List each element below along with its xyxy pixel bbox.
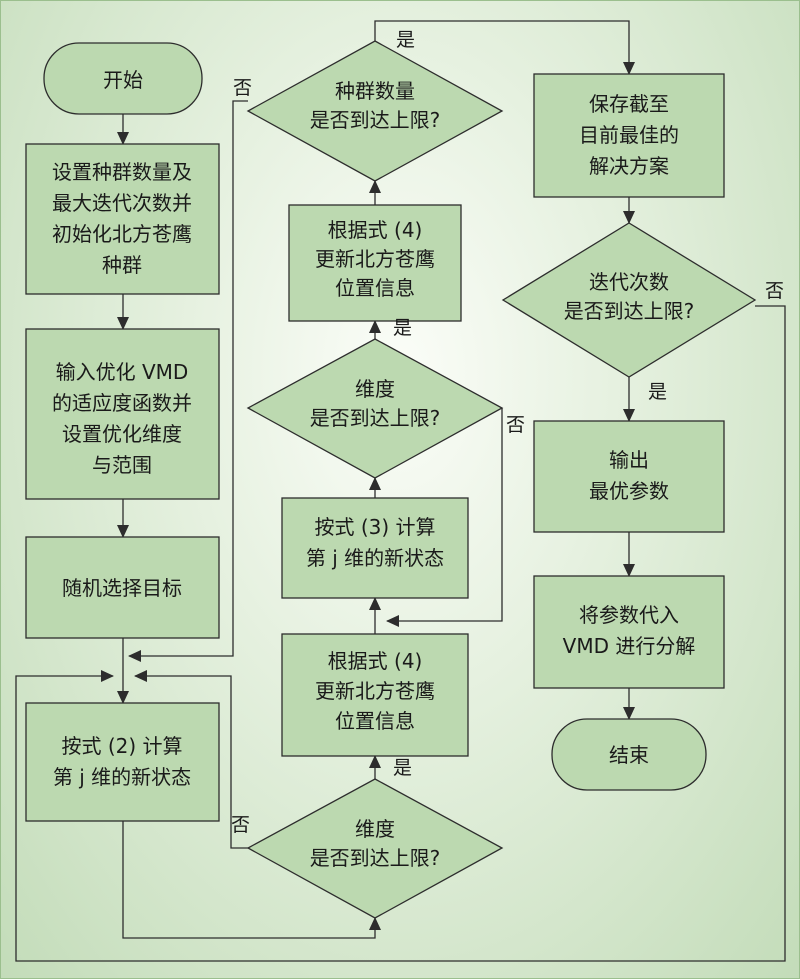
output-line-1: 输出 xyxy=(609,448,649,472)
input-process-box: 输入优化 VMD 的适应度函数并 设置优化维度 与范围 xyxy=(25,328,220,500)
select-label: 随机选择目标 xyxy=(62,576,182,600)
decompose-line-1: 将参数代入 xyxy=(579,603,679,627)
save-best-box: 保存截至 目前最佳的 解决方案 xyxy=(533,73,725,198)
calc-eq3-box: 按式 (3) 计算 第 j 维的新状态 xyxy=(281,497,469,599)
arrowhead xyxy=(623,409,635,422)
update-position-box-1: 根据式 (4) 更新北方苍鹰 位置信息 xyxy=(281,633,469,757)
start-label: 开始 xyxy=(103,68,143,92)
arrowhead xyxy=(369,477,381,490)
init-line-2: 最大迭代次数并 xyxy=(52,191,192,215)
arrowhead xyxy=(369,917,381,930)
update1-line-2: 更新北方苍鹰 xyxy=(315,679,435,703)
pop-line-1: 种群数量 xyxy=(335,79,415,103)
start-terminal: 开始 xyxy=(43,42,203,115)
calc2-line-1: 按式 (2) 计算 xyxy=(61,734,182,758)
arrowhead xyxy=(623,211,635,224)
decompose-box: 将参数代入 VMD 进行分解 xyxy=(533,575,725,689)
edge-dim1-no xyxy=(135,675,248,849)
label-iter-yes: 是 xyxy=(648,381,667,403)
save-line-2: 目前最佳的 xyxy=(579,123,679,147)
output-box: 输出 最优参数 xyxy=(533,420,725,533)
update2-line-3: 位置信息 xyxy=(335,276,415,300)
iter-line-2: 是否到达上限? xyxy=(564,299,695,323)
calc2-line-2: 第 j 维的新状态 xyxy=(53,765,191,789)
select-target-box: 随机选择目标 xyxy=(25,536,220,639)
dim1-line-1: 维度 xyxy=(355,817,395,841)
arrowhead xyxy=(101,670,114,682)
arrowhead xyxy=(117,132,129,145)
dim2-line-1: 维度 xyxy=(355,377,395,401)
iter-line-1: 迭代次数 xyxy=(589,270,669,294)
input-line-4: 与范围 xyxy=(92,453,152,477)
arrowhead xyxy=(369,180,381,193)
decompose-line-2: VMD 进行分解 xyxy=(563,634,696,658)
dim1-line-2: 是否到达上限? xyxy=(310,846,441,870)
edge-iter-no xyxy=(15,305,786,962)
dim2-line-2: 是否到达上限? xyxy=(310,406,441,430)
update2-line-1: 根据式 (4) xyxy=(328,218,423,242)
arrowhead xyxy=(369,597,381,610)
label-dim1-yes: 是 xyxy=(393,757,412,779)
input-line-3: 设置优化维度 xyxy=(62,422,182,446)
label-dim1-no: 否 xyxy=(231,814,250,836)
init-line-1: 设置种群数量及 xyxy=(52,160,192,184)
arrowhead xyxy=(623,707,635,720)
input-line-2: 的适应度函数并 xyxy=(52,391,192,415)
dimension-check-diamond-2: 维度 是否到达上限? xyxy=(246,338,504,479)
update-position-box-2: 根据式 (4) 更新北方苍鹰 位置信息 xyxy=(288,204,462,322)
label-pop-no: 否 xyxy=(233,77,252,99)
update1-line-1: 根据式 (4) xyxy=(328,649,423,673)
pop-line-2: 是否到达上限? xyxy=(310,108,441,132)
update2-line-2: 更新北方苍鹰 xyxy=(315,247,435,271)
arrowheads xyxy=(101,62,635,930)
init-process-box: 设置种群数量及 最大迭代次数并 初始化北方苍鹰 种群 xyxy=(25,143,220,295)
save-line-3: 解决方案 xyxy=(589,154,669,178)
init-line-3: 初始化北方苍鹰 xyxy=(52,222,192,246)
arrowhead xyxy=(623,62,635,75)
edge-labels: 是 否 是 否 是 否 是 否 xyxy=(231,29,784,836)
arrowhead xyxy=(369,320,381,333)
iteration-check-diamond: 迭代次数 是否到达上限? xyxy=(501,222,757,378)
label-iter-no: 否 xyxy=(765,280,784,302)
output-line-2: 最优参数 xyxy=(589,479,669,503)
edge-dim2-no xyxy=(387,408,503,622)
calc-eq2-box: 按式 (2) 计算 第 j 维的新状态 xyxy=(25,702,220,822)
label-dim2-no: 否 xyxy=(506,414,525,436)
label-dim2-yes: 是 xyxy=(393,317,412,339)
label-pop-yes: 是 xyxy=(396,29,415,51)
calc3-line-1: 按式 (3) 计算 xyxy=(314,515,435,539)
arrowhead xyxy=(623,564,635,577)
arrowhead xyxy=(117,525,129,538)
edge-pop-no xyxy=(129,100,248,657)
end-terminal: 结束 xyxy=(551,718,707,791)
dimension-check-diamond-1: 维度 是否到达上限? xyxy=(246,778,504,919)
arrowhead xyxy=(117,317,129,330)
population-check-diamond: 种群数量 是否到达上限? xyxy=(246,40,504,182)
update1-line-3: 位置信息 xyxy=(335,709,415,733)
init-line-4: 种群 xyxy=(102,253,142,277)
arrowhead xyxy=(386,615,399,627)
arrowhead xyxy=(369,755,381,768)
arrowhead xyxy=(117,691,129,704)
arrowhead xyxy=(128,650,141,662)
arrowhead xyxy=(134,670,147,682)
save-line-1: 保存截至 xyxy=(589,92,669,116)
calc3-line-2: 第 j 维的新状态 xyxy=(306,546,444,570)
input-line-1: 输入优化 VMD xyxy=(56,360,189,384)
end-label: 结束 xyxy=(609,743,649,767)
edge-pop-yes xyxy=(374,20,630,74)
